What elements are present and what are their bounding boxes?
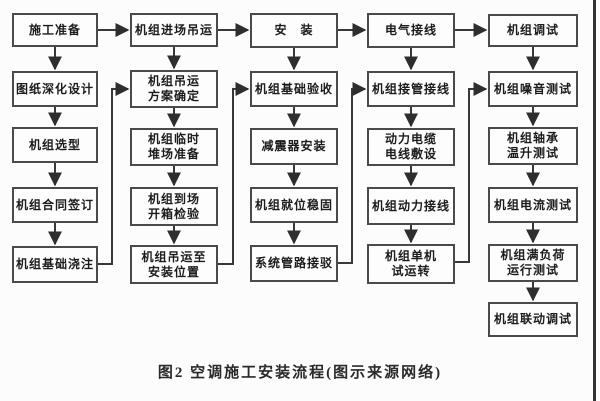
flow-node-full-load-run-test: 机组满负荷 运行测试 [488,244,578,282]
flow-node-hoist-to-install-position: 机组吊运至 安装位置 [130,245,218,284]
flow-node-hoisting-plan-confirm: 机组吊运 方案确定 [130,70,218,108]
flow-node-unit-positioning: 机组就位稳固 [250,187,338,223]
flow-node-current-test: 机组电流测试 [488,187,578,223]
elbow-c4-c5 [455,82,488,263]
flow-node-damper-install: 减震器安装 [250,128,338,165]
flow-node-noise-test: 机组噪音测试 [488,71,578,107]
flow-node-unit-contract-signing: 机组合同签订 [12,187,98,223]
flow-node-construction-prep: 施工准备 [12,13,98,47]
flow-node-linkage-commissioning: 机组联动调试 [488,302,578,337]
flow-node-electrical-wiring: 电气接线 [367,13,455,48]
flow-node-unit-foundation-pouring: 机组基础浇注 [12,246,98,283]
flow-node-unit-power-wiring: 机组动力接线 [367,187,455,225]
figure-caption: 图2 空调施工安装流程(图示来源网络) [157,365,443,381]
flow-node-foundation-acceptance: 机组基础验收 [250,71,338,107]
elbow-c3-c4 [338,82,367,264]
flow-node-drawing-deepening-design: 图纸深化设计 [12,71,98,107]
elbow-c2-c3 [218,82,250,265]
flow-node-power-cable-laying: 动力电缆 电线敷设 [367,128,455,166]
right-edge-divider [593,0,596,401]
flow-node-single-unit-test-run: 机组单机 试运转 [367,244,455,284]
flow-node-temp-yard-prep: 机组临时 堆场准备 [130,128,218,166]
flow-node-system-piping-connection: 系统管路接驳 [250,245,338,282]
flow-node-unit-pipe-wire-connection: 机组接管接线 [367,71,455,107]
flow-node-arrival-unboxing-inspection: 机组到场 开箱检验 [130,187,218,226]
flow-node-unit-selection: 机组选型 [12,127,98,163]
flow-node-installation: 安 装 [250,13,338,48]
flow-node-unit-commissioning: 机组调试 [488,14,578,47]
flow-node-bearing-temp-rise-test: 机组轴承 温升测试 [488,127,578,165]
elbow-c1-c2 [98,82,130,265]
flow-node-unit-site-hoisting: 机组进场吊运 [130,13,218,47]
